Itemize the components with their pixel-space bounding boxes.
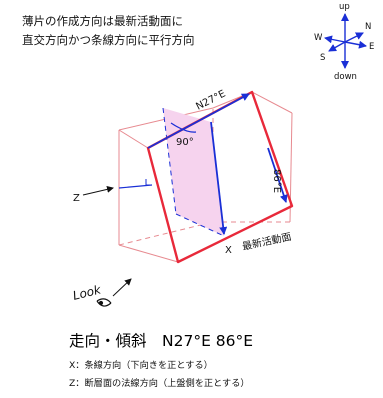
strike-arrow	[147, 93, 250, 149]
compass	[324, 13, 367, 69]
x-axis-arrow	[210, 121, 228, 235]
compass-up-label: up	[339, 2, 350, 12]
slice-plane	[163, 108, 224, 236]
compass-west-arrow	[324, 35, 346, 44]
compass-w-label: W	[314, 33, 323, 43]
z-label-arrow	[82, 185, 114, 196]
legend-x: X：条線方向（下向きを正とする）	[69, 360, 213, 371]
compass-n-label: N	[365, 22, 371, 32]
title-line-1: 薄片の作成方向は最新活動面に	[22, 14, 183, 28]
angle-label: 90°	[176, 137, 194, 148]
plane-label: 最新活動面	[241, 230, 293, 253]
dip-label: 86°E	[271, 169, 282, 193]
compass-s-label: S	[320, 53, 325, 63]
z-label: Z	[73, 193, 80, 204]
title-line-2: 直交方向かつ条線方向に平行方向	[22, 33, 195, 47]
x-label: X	[225, 245, 232, 256]
compass-down-label: down	[334, 72, 357, 82]
strike-dip-title: 走向・傾斜 N27°E 86°E	[69, 332, 254, 350]
compass-south-arrow	[328, 41, 346, 52]
right-angle-mark	[145, 179, 152, 186]
dip-arrow	[267, 147, 288, 203]
legend-z: Z：断層面の法線方向（上盤側を正とする）	[69, 378, 250, 389]
compass-north-arrow	[344, 32, 364, 43]
look-arrow	[112, 278, 132, 297]
eye-icon	[96, 298, 112, 307]
compass-e-label: E	[369, 42, 374, 52]
look-label: Look	[71, 282, 103, 303]
compass-east-arrow	[344, 40, 367, 49]
angle-arc	[170, 122, 197, 133]
